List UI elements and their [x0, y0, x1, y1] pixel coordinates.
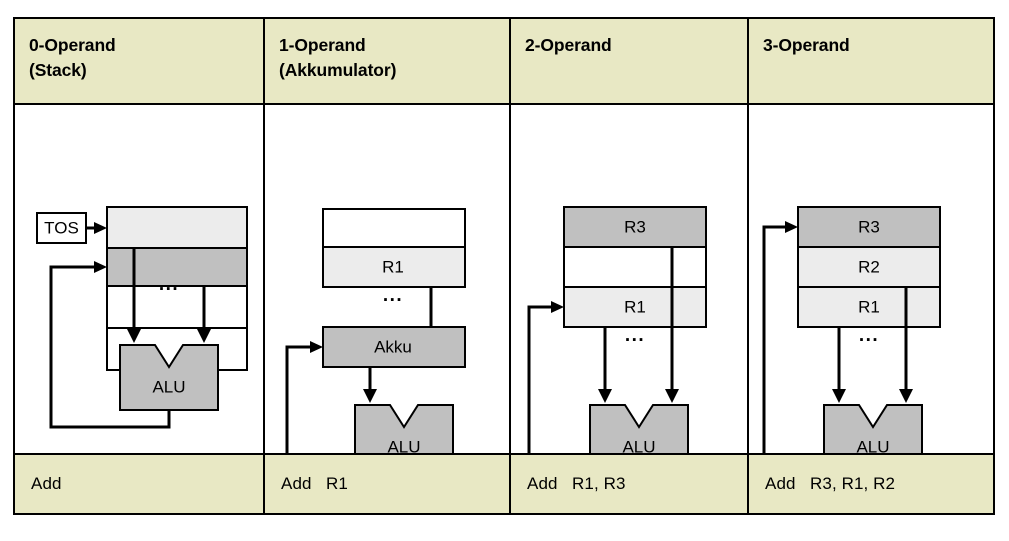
- stack-row-tos: [106, 206, 248, 249]
- header-cell-0-operand: 0-Operand (Stack): [15, 19, 265, 103]
- operand-comparison-table: 0-Operand (Stack) 1-Operand (Akkumulator…: [13, 17, 995, 515]
- register-feedback-arrow: [785, 221, 798, 233]
- diagram-cell-0-operand: TOS ... ALU: [15, 105, 265, 453]
- register-label-r1: R1: [624, 297, 646, 316]
- stack-feedback-line: [49, 265, 100, 407]
- table-diagram-row: TOS ... ALU: [15, 105, 993, 455]
- register-feedback-arrow: [551, 301, 564, 313]
- register-feedback-line: [527, 305, 557, 418]
- register-row-r3: [563, 206, 707, 248]
- header-title-2-operand: 2-Operand: [525, 35, 612, 55]
- two-operand-machine-diagram: ... R3 R1 ...: [527, 206, 707, 453]
- accumulator-feedback-line: [285, 345, 316, 418]
- operand-arrow-right: [665, 389, 679, 403]
- three-operand-machine-diagram: ... R3 R2 R1 ...: [762, 206, 941, 453]
- table-instruction-row: Add Add R1 Add R1, R3 Add R3, R1, R2: [15, 455, 993, 513]
- alu-shape: [119, 344, 219, 411]
- accumulator-label: Akku: [374, 337, 412, 356]
- register-label-r3: R3: [858, 217, 880, 236]
- operand-arrow-right: [197, 329, 211, 343]
- instruction-text-0-operand: Add: [31, 474, 62, 493]
- register-label-r1: R1: [858, 297, 880, 316]
- alu-result-line: [285, 418, 289, 453]
- instruction-text-3-operand: Add R3, R1, R2: [765, 474, 896, 493]
- tos-arrow-head: [94, 222, 107, 234]
- stack-row-3: [106, 285, 248, 329]
- alu-label: ALU: [387, 437, 420, 453]
- header-cell-3-operand: 3-Operand: [749, 19, 993, 103]
- instruction-text-1-operand: Add R1: [281, 474, 348, 493]
- register-row-r1: [563, 286, 707, 328]
- diagram-cell-2-operand: ... R3 R1 ...: [511, 105, 749, 453]
- instruction-cell-1-operand: Add R1: [265, 455, 511, 513]
- register-row-r3: [797, 206, 941, 248]
- operand-arrow-right: [899, 389, 913, 403]
- register-row-empty: [563, 246, 707, 288]
- ellipsis-below-registers: ...: [859, 325, 879, 346]
- alu-shape: [354, 404, 454, 453]
- alu-label: ALU: [622, 437, 655, 453]
- accumulator-feedback-arrow: [310, 341, 323, 353]
- register-label-r2: R2: [858, 257, 880, 276]
- register-feedback-line: [762, 225, 791, 418]
- header-cell-2-operand: 2-Operand: [511, 19, 749, 103]
- alu-shape: [589, 404, 689, 453]
- stack-feedback-arrow-head: [94, 261, 107, 273]
- alu-shape: [823, 404, 923, 453]
- register-row-empty: [322, 208, 466, 248]
- alu-label: ALU: [856, 437, 889, 453]
- diagram-cell-1-operand: ... R1 ... Akku: [265, 105, 511, 453]
- alu-result-line: [762, 418, 766, 453]
- instruction-cell-3-operand: Add R3, R1, R2: [749, 455, 993, 513]
- table-header-row: 0-Operand (Stack) 1-Operand (Akkumulator…: [15, 19, 993, 105]
- register-row-r1: [797, 286, 941, 328]
- operand-arrow-left: [127, 329, 141, 343]
- accumulator-box: [322, 326, 466, 368]
- ellipsis-below-registers: ...: [625, 325, 645, 346]
- ellipsis-stack: ...: [159, 274, 179, 295]
- operand-arrow-left: [832, 389, 846, 403]
- instruction-text-2-operand: Add R1, R3: [527, 474, 626, 493]
- instruction-cell-0-operand: Add: [15, 455, 265, 513]
- alu-result-line: [527, 418, 531, 453]
- alu-label: ALU: [152, 377, 185, 396]
- diagram-cell-3-operand: ... R3 R2 R1 ...: [749, 105, 993, 453]
- register-label-r3: R3: [624, 217, 646, 236]
- header-title-3-operand: 3-Operand: [763, 35, 850, 55]
- header-title-0-operand: 0-Operand (Stack): [29, 35, 116, 80]
- instruction-cell-2-operand: Add R1, R3: [511, 455, 749, 513]
- tos-label: TOS: [44, 218, 79, 237]
- accumulator-machine-diagram: ... R1 ... Akku: [285, 208, 466, 453]
- operand-arrow-left: [598, 389, 612, 403]
- register-row-r2: [797, 246, 941, 288]
- header-cell-1-operand: 1-Operand (Akkumulator): [265, 19, 511, 103]
- register-label-r1: R1: [382, 257, 404, 276]
- header-title-1-operand: 1-Operand (Akkumulator): [279, 35, 397, 80]
- stack-machine-diagram: TOS ... ALU: [36, 206, 248, 429]
- ellipsis-below-registers: ...: [383, 285, 403, 306]
- accumulator-to-alu-arrow: [363, 389, 377, 403]
- register-row-r1: [322, 246, 466, 288]
- alu-result-line: [49, 407, 171, 429]
